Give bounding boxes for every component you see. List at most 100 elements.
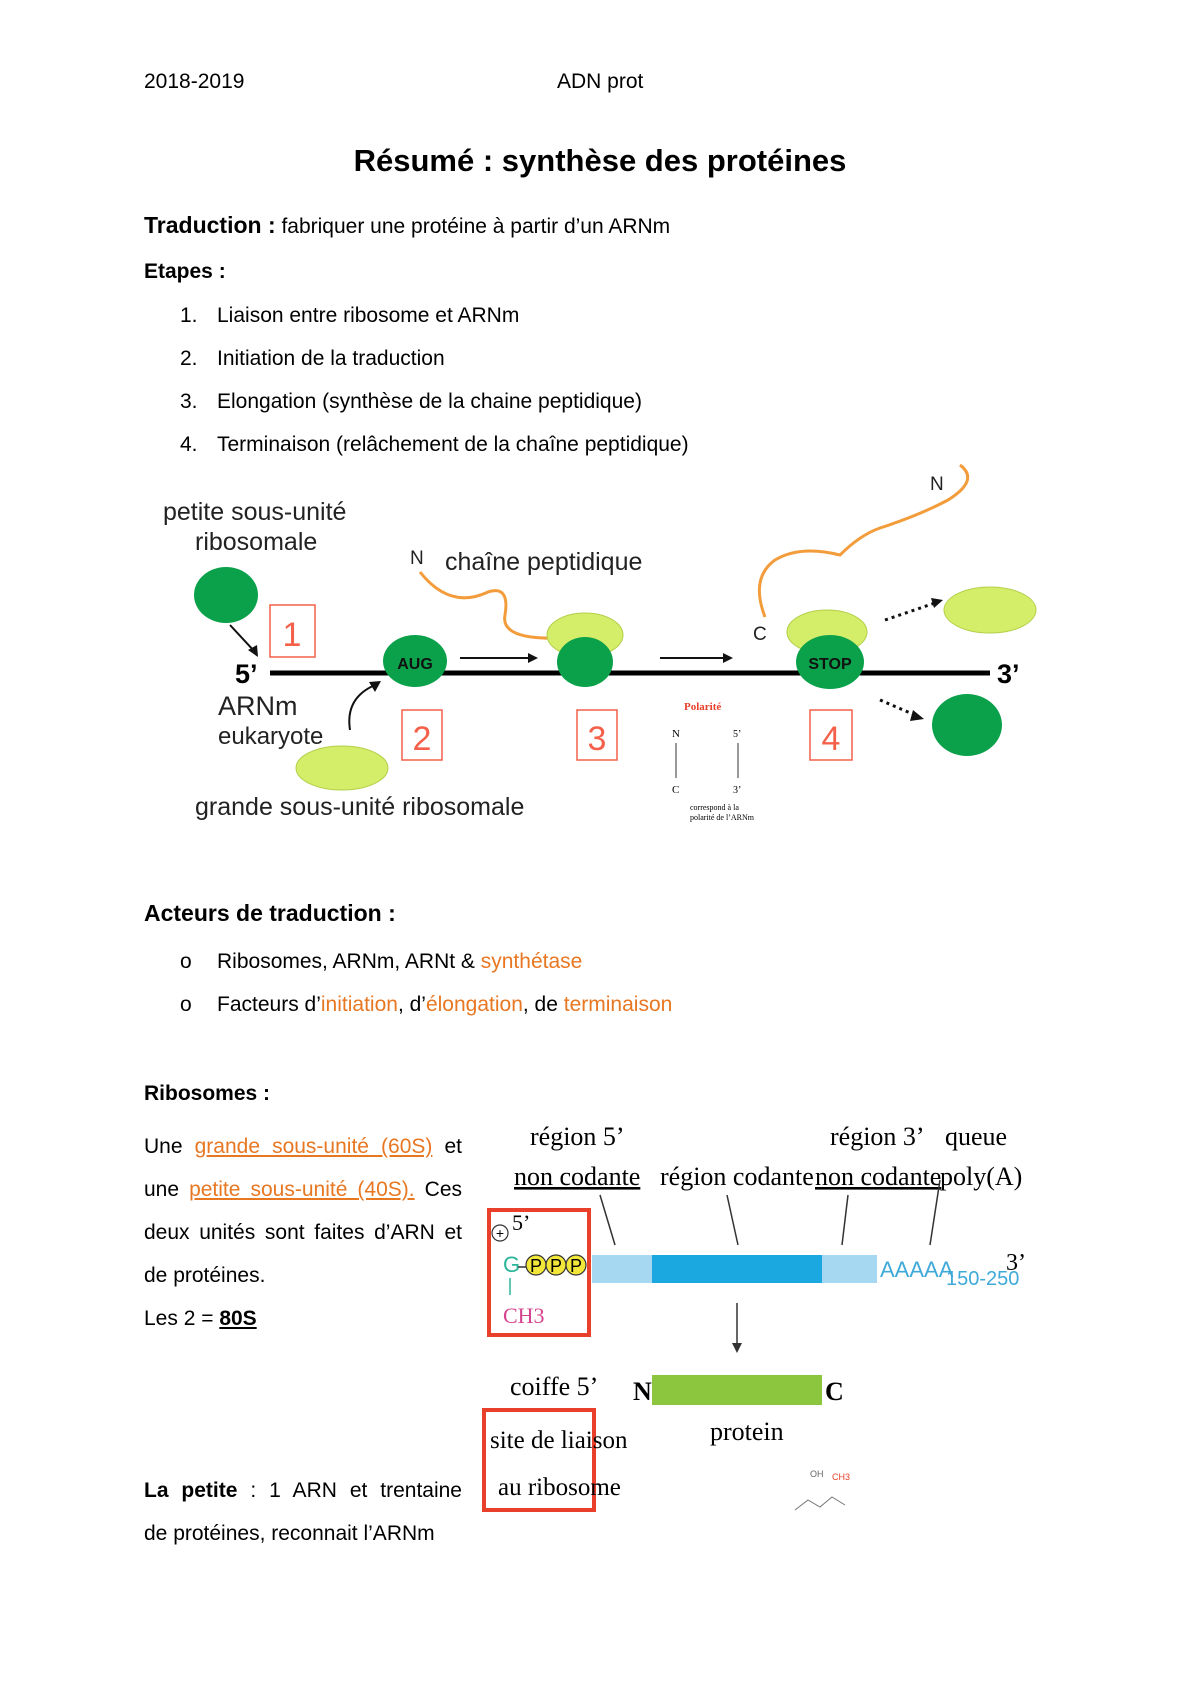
small-subunit-label-2: ribosomale [195,528,317,556]
plus-label: + [496,1225,504,1241]
eukaryote-label: eukaryote [218,723,323,750]
step-number-3: 3 [588,720,607,758]
large-subunit-label: grande sous-unité ribosomale [195,793,524,821]
pointer-codante [726,1194,739,1246]
arrow-head [732,1343,742,1353]
aug-label: AUG [397,656,433,673]
phosphate-label: P [550,1256,562,1276]
traduction-text: fabriquer une protéine à partir d’un ARN… [275,215,671,238]
polarity-note-2: polarité de l’ARNm [690,813,755,822]
region-codante-label: région codante [660,1162,814,1191]
bullet: o [180,950,192,973]
polarity-title: Polarité [684,701,721,713]
ch3-small-label: CH3 [832,1472,850,1482]
ribosomes-text: Une grande sous-unité (60S) et une petit… [144,1135,462,1330]
etapes-heading: Etapes : [144,260,226,283]
site-label-1: site de liaison [490,1427,628,1454]
large-subunit-shape [295,745,389,791]
plus-circle [491,1224,509,1242]
polarity-three: 3’ [733,785,741,796]
mini-structure [794,1496,846,1511]
step-box-3 [576,709,618,761]
protein-bar [652,1375,822,1405]
chain-label: chaîne peptidique [445,548,642,576]
step-box-1 [269,604,316,658]
polarity-n: N [672,728,680,740]
header-year: 2018-2019 [144,70,245,93]
stop-label: STOP [808,656,852,673]
polya-sequence: AAAAA [880,1257,954,1282]
chain-n-label: N [410,548,424,569]
site-box [482,1408,596,1512]
arrow-head [910,710,924,721]
utr3-bar [822,1255,877,1283]
step-number-2: 2 [413,720,432,758]
phosphate-label: P [570,1256,582,1276]
polarity-c: C [672,784,679,796]
step-box-4 [809,709,853,761]
arrow-head [369,681,381,692]
polarity-note-1: correspond à la [690,803,739,812]
oh-label: OH [810,1469,824,1479]
ribosomes-heading: Ribosomes : [144,1082,271,1105]
polarity-five: 5’ [733,729,741,740]
step-number-4: 4 [822,720,841,758]
region3-label: région 3’ [830,1122,925,1151]
three-prime-end: 3’ [1006,1250,1026,1276]
bullet: o [180,993,192,1016]
protein-label: protein [710,1417,784,1446]
queue-label: queue [945,1122,1007,1151]
cap-five: 5’ [512,1210,530,1235]
chain-c-label: C [753,624,767,645]
polya-range: 150-250 [946,1268,1019,1290]
chain-n-label-2: N [930,474,944,495]
coding-bar [652,1255,822,1283]
header-course: ADN prot [557,70,644,93]
pointer-5 [599,1194,616,1246]
cap-ch3: CH3 [503,1303,545,1328]
utr5-bar [592,1255,652,1283]
mrna-label: ARNm [218,691,298,721]
phosphate-3 [565,1254,587,1276]
page-title: Résumé : synthèse des protéines [353,143,847,178]
arrow-head [248,645,258,657]
pointer-3 [841,1194,849,1246]
phosphate-label: P [530,1256,542,1276]
peptide-chain-1 [418,571,561,640]
arrow-head [723,653,733,663]
cap-box [487,1208,591,1337]
small-subunit-label: petite sous-unité [163,498,346,526]
protein-n: N [633,1377,652,1406]
arrow-head [931,598,943,608]
step-number-1: 1 [283,616,302,654]
list-item: 2.Initiation de la traduction [180,347,445,370]
noncodante5-label: non codante [514,1162,640,1191]
coiffe-label: coiffe 5’ [510,1372,598,1401]
noncodante3-label: non codante [815,1162,941,1191]
arrow-small-subunit [229,624,256,653]
ribosome-aug [383,635,447,687]
petite-text: La petite : 1 ARN et trentaine de protéi… [144,1479,462,1545]
release-arrow-small [879,698,916,717]
arrow-large-subunit [348,684,376,731]
cap-g: G [503,1252,520,1277]
translation-diagram: petite sous-unité ribosomale 1 5’ 3’ ARN… [163,463,1037,822]
small-subunit-shape [194,567,258,623]
free-small-subunit [932,694,1002,756]
site-label-2: au ribosome [498,1474,621,1501]
list-item: 4.Terminaison (relâchement de la chaîne … [180,433,689,456]
traduction-term: Traduction : [144,212,276,238]
mrna-structure-diagram: région 5’ non codante région codante rég… [482,1122,1026,1512]
traduction-definition: Traduction : fabriquer une protéine à pa… [144,212,670,239]
list-item: 1.Liaison entre ribosome et ARNm [180,304,520,327]
small-subunit-3 [557,637,613,687]
acteurs-heading: Acteurs de traduction : [144,900,396,926]
region5-label: région 5’ [530,1122,625,1151]
pointer-polya [929,1179,941,1246]
etapes-list: 1.Liaison entre ribosome et ARNm 2.Initi… [180,304,689,476]
release-arrow-large [884,601,936,622]
protein-c: C [825,1377,844,1406]
